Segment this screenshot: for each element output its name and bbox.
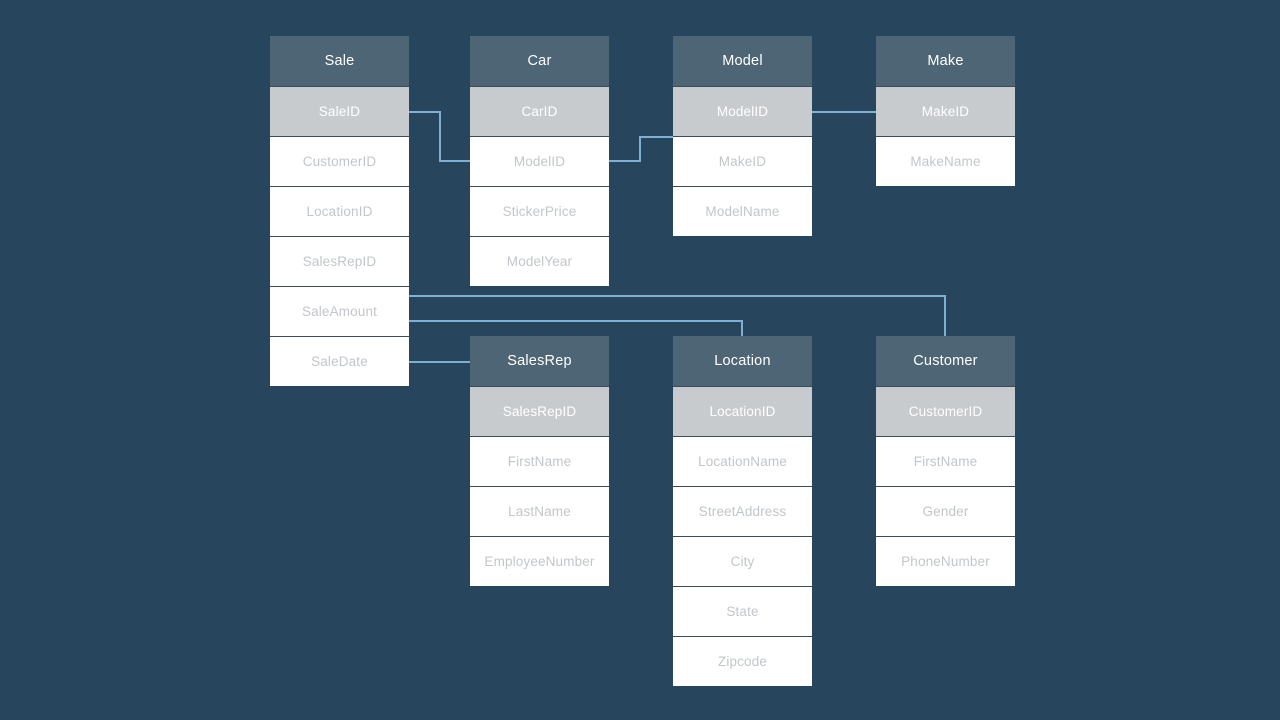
attribute-row-lastname[interactable]: LastName bbox=[470, 486, 609, 536]
primary-key-row-makeid[interactable]: MakeID bbox=[876, 86, 1015, 136]
attribute-row-saleamount[interactable]: SaleAmount bbox=[270, 286, 409, 336]
relationship-line-sale-to-customer bbox=[409, 295, 946, 336]
attribute-row-zipcode[interactable]: Zipcode bbox=[673, 636, 812, 686]
relationship-line-sale-to-location bbox=[409, 320, 743, 336]
attribute-row-city[interactable]: City bbox=[673, 536, 812, 586]
primary-key-row-locationid[interactable]: LocationID bbox=[673, 386, 812, 436]
entity-title-car: Car bbox=[470, 36, 609, 86]
relationship-line-sale-to-car bbox=[409, 111, 470, 162]
attribute-row-makeid[interactable]: MakeID bbox=[673, 136, 812, 186]
attribute-row-firstname[interactable]: FirstName bbox=[876, 436, 1015, 486]
attribute-row-customerid[interactable]: CustomerID bbox=[270, 136, 409, 186]
primary-key-row-carid[interactable]: CarID bbox=[470, 86, 609, 136]
entity-title-sale: Sale bbox=[270, 36, 409, 86]
attribute-row-firstname[interactable]: FirstName bbox=[470, 436, 609, 486]
attribute-row-saledate[interactable]: SaleDate bbox=[270, 336, 409, 386]
attribute-row-modelname[interactable]: ModelName bbox=[673, 186, 812, 236]
entity-title-salesrep: SalesRep bbox=[470, 336, 609, 386]
attribute-row-employeenumber[interactable]: EmployeeNumber bbox=[470, 536, 609, 586]
attribute-row-stickerprice[interactable]: StickerPrice bbox=[470, 186, 609, 236]
attribute-row-locationid[interactable]: LocationID bbox=[270, 186, 409, 236]
attribute-row-locationname[interactable]: LocationName bbox=[673, 436, 812, 486]
entity-title-customer: Customer bbox=[876, 336, 1015, 386]
attribute-row-gender[interactable]: Gender bbox=[876, 486, 1015, 536]
attribute-row-modelid[interactable]: ModelID bbox=[470, 136, 609, 186]
entity-title-location: Location bbox=[673, 336, 812, 386]
relationship-line-car-to-model bbox=[609, 136, 673, 162]
primary-key-row-saleid[interactable]: SaleID bbox=[270, 86, 409, 136]
primary-key-row-salesrepid[interactable]: SalesRepID bbox=[470, 386, 609, 436]
attribute-row-state[interactable]: State bbox=[673, 586, 812, 636]
attribute-row-streetaddress[interactable]: StreetAddress bbox=[673, 486, 812, 536]
attribute-row-makename[interactable]: MakeName bbox=[876, 136, 1015, 186]
attribute-row-phonenumber[interactable]: PhoneNumber bbox=[876, 536, 1015, 586]
primary-key-row-modelid[interactable]: ModelID bbox=[673, 86, 812, 136]
primary-key-row-customerid[interactable]: CustomerID bbox=[876, 386, 1015, 436]
entity-title-make: Make bbox=[876, 36, 1015, 86]
attribute-row-salesrepid[interactable]: SalesRepID bbox=[270, 236, 409, 286]
entity-title-model: Model bbox=[673, 36, 812, 86]
attribute-row-modelyear[interactable]: ModelYear bbox=[470, 236, 609, 286]
